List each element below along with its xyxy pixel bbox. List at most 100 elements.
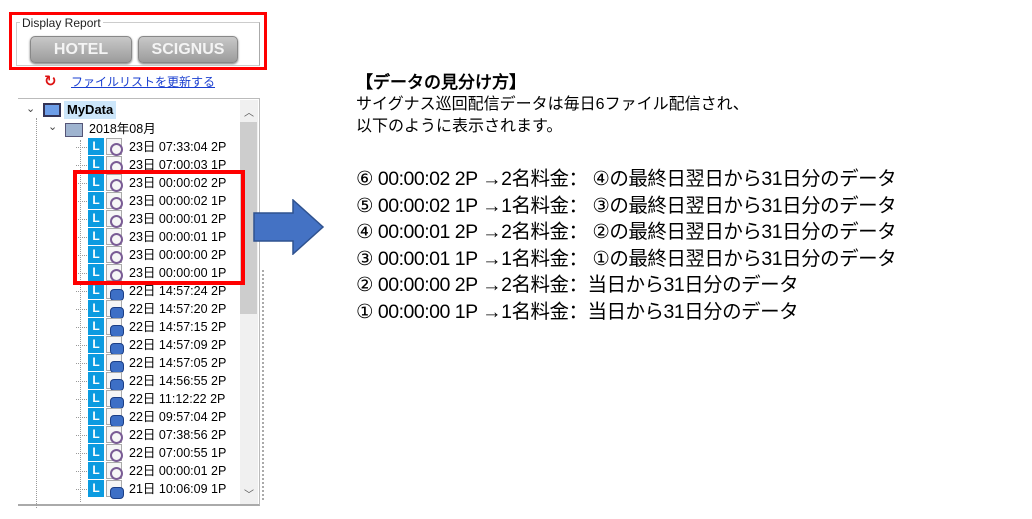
chevron-down-icon[interactable]: ⌄ bbox=[26, 103, 36, 115]
highlight-box-buttons bbox=[9, 12, 267, 70]
scheduled-file-icon bbox=[106, 426, 123, 444]
file-label: 23日 00:00:00 1P bbox=[129, 266, 227, 280]
right-arrow-icon bbox=[253, 199, 325, 255]
tree-connector bbox=[76, 183, 87, 184]
hotel-button[interactable]: HOTEL bbox=[30, 36, 132, 63]
database-file-icon bbox=[106, 354, 124, 373]
explanation-panel: 【データの見分け方】 サイグナス巡回配信データは毎日6ファイル配信され、 以下の… bbox=[356, 72, 897, 325]
highlight-box-files bbox=[73, 170, 245, 285]
l-badge-icon: L bbox=[88, 300, 104, 317]
scroll-up-icon[interactable]: ︿ bbox=[244, 108, 254, 119]
file-label: 22日 00:00:01 2P bbox=[129, 464, 227, 478]
refresh-file-list-link[interactable]: ファイルリストを更新する bbox=[71, 75, 216, 89]
l-badge-icon: L bbox=[88, 210, 104, 227]
file-label: 22日 14:57:05 2P bbox=[129, 356, 227, 370]
l-badge-icon: L bbox=[88, 426, 104, 443]
tree-file-item[interactable]: L 23日 00:00:00 1P bbox=[76, 264, 238, 282]
tree-connector bbox=[76, 417, 87, 418]
tree-connector bbox=[76, 453, 87, 454]
l-badge-icon: L bbox=[88, 336, 104, 353]
file-label: 22日 14:57:24 2P bbox=[129, 284, 227, 298]
tree-file-item[interactable]: L 22日 07:38:56 2P bbox=[76, 426, 238, 444]
file-label: 22日 14:57:15 2P bbox=[129, 320, 227, 334]
tree-file-item[interactable]: L 23日 00:00:01 2P bbox=[76, 210, 238, 228]
chevron-down-icon[interactable]: ⌄ bbox=[48, 121, 58, 133]
file-label: 22日 14:57:20 2P bbox=[129, 302, 227, 316]
scheduled-file-icon bbox=[106, 264, 123, 282]
display-report-group bbox=[16, 22, 260, 66]
file-label: 23日 00:00:01 2P bbox=[129, 212, 227, 226]
tree-file-item[interactable]: L 22日 14:57:15 2P bbox=[76, 318, 238, 337]
l-badge-icon: L bbox=[88, 480, 104, 497]
file-tree bbox=[18, 98, 260, 506]
database-file-icon bbox=[106, 408, 124, 427]
tree-file-item[interactable]: L 23日 07:33:04 2P bbox=[76, 138, 238, 156]
tree-connector bbox=[76, 309, 87, 310]
explanation-line: ③ 00:00:01 1P →1名料金： ①の最終日翌日から31日分のデータ bbox=[356, 247, 897, 270]
l-badge-icon: L bbox=[88, 174, 104, 191]
explanation-desc: サイグナス巡回配信データは毎日6ファイル配信され、 bbox=[356, 96, 749, 113]
file-label: 22日 09:57:04 2P bbox=[129, 410, 227, 424]
folder-icon bbox=[65, 123, 83, 137]
tree-connector bbox=[76, 327, 87, 328]
file-label: 21日 10:06:09 1P bbox=[129, 482, 227, 496]
explanation-line: ④ 00:00:01 2P →2名料金： ②の最終日翌日から31日分のデータ bbox=[356, 221, 897, 243]
l-badge-icon: L bbox=[88, 138, 104, 155]
splitter-dots[interactable] bbox=[262, 270, 264, 500]
tree-connector bbox=[76, 273, 87, 274]
tree-file-item[interactable]: L 22日 14:57:05 2P bbox=[76, 354, 238, 373]
scheduled-file-icon bbox=[106, 444, 123, 462]
l-badge-icon: L bbox=[88, 444, 104, 461]
scheduled-file-icon bbox=[106, 192, 123, 210]
l-badge-icon: L bbox=[88, 462, 104, 479]
scheduled-file-icon bbox=[106, 228, 123, 246]
file-label: 22日 07:38:56 2P bbox=[129, 428, 227, 442]
l-badge-icon: L bbox=[88, 372, 104, 389]
tree-connector bbox=[76, 237, 87, 238]
tree-connector bbox=[76, 291, 87, 292]
file-label: 23日 00:00:01 1P bbox=[129, 230, 227, 244]
tree-connector bbox=[76, 165, 87, 166]
tree-connector bbox=[76, 201, 87, 202]
l-badge-icon: L bbox=[88, 264, 104, 281]
tree-connector bbox=[76, 435, 87, 436]
file-label: 22日 11:12:22 2P bbox=[129, 392, 226, 406]
file-label: 23日 07:33:04 2P bbox=[129, 140, 227, 154]
scheduled-file-icon bbox=[106, 462, 123, 480]
scheduled-file-icon bbox=[106, 210, 123, 228]
tree-connector bbox=[76, 399, 87, 400]
tree-file-item[interactable]: L 21日 10:06:09 1P bbox=[76, 480, 238, 499]
explanation-line: ② 00:00:00 2P →2名料金：当日から31日分のデータ bbox=[356, 274, 799, 296]
explanation-desc: 以下のように表示されます。 bbox=[356, 118, 563, 135]
refresh-icon[interactable]: ↻ bbox=[44, 73, 57, 90]
scroll-down-icon[interactable]: ﹀ bbox=[244, 490, 254, 501]
database-file-icon bbox=[106, 390, 124, 409]
computer-icon bbox=[43, 103, 61, 117]
tree-file-item[interactable]: L 22日 00:00:01 2P bbox=[76, 462, 238, 480]
file-label: 22日 14:57:09 2P bbox=[129, 338, 227, 352]
tree-connector bbox=[76, 345, 87, 346]
tree-folder-2018-08[interactable]: 2018年08月 bbox=[89, 122, 156, 136]
tree-connector bbox=[76, 363, 87, 364]
scignus-button[interactable]: SCIGNUS bbox=[138, 36, 238, 63]
tree-root-mydata[interactable]: MyData bbox=[64, 101, 117, 119]
display-report-label: Display Report bbox=[20, 16, 103, 30]
l-badge-icon: L bbox=[88, 318, 104, 335]
tree-connector bbox=[76, 147, 87, 148]
scheduled-file-icon bbox=[106, 138, 123, 156]
explanation-line: ① 00:00:00 1P →1名料金：当日から31日分のデータ bbox=[356, 300, 799, 323]
tree-file-item[interactable]: L 22日 14:57:09 2P bbox=[76, 336, 238, 355]
tree-file-item[interactable]: L 22日 14:57:20 2P bbox=[76, 300, 238, 319]
l-badge-icon: L bbox=[88, 282, 104, 299]
l-badge-icon: L bbox=[88, 354, 104, 371]
tree-connector bbox=[76, 219, 87, 220]
tree-connector bbox=[76, 471, 87, 472]
